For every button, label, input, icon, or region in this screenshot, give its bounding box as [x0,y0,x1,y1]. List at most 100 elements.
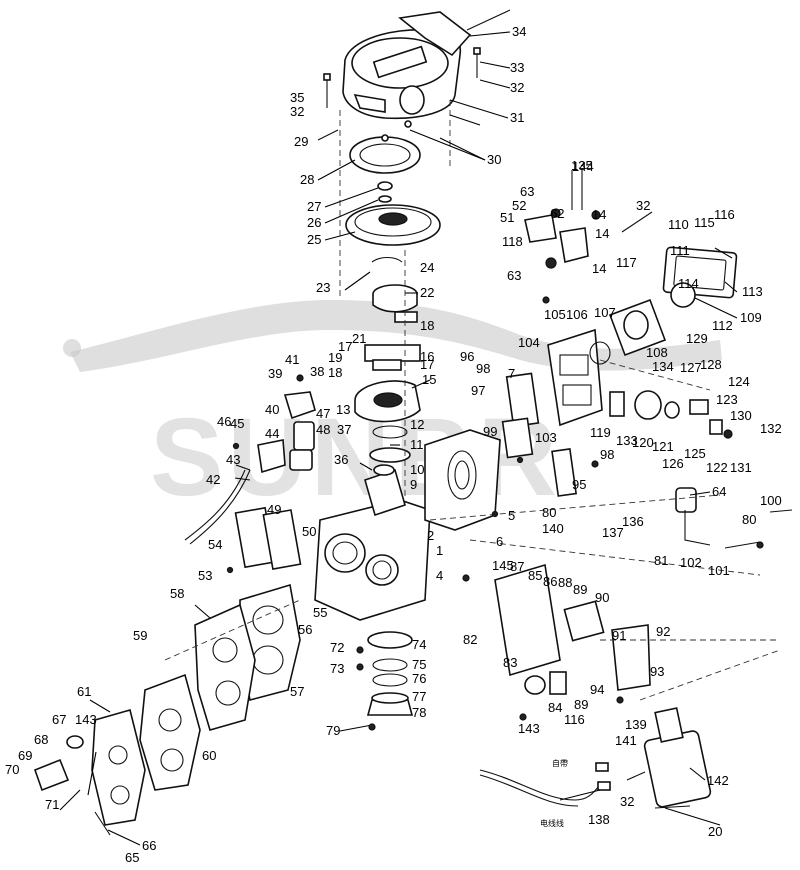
callout-label: 89 [574,697,588,712]
callout-label: 4 [436,568,443,583]
callout-label: 111 [670,243,690,258]
callout-label: 63 [520,184,534,199]
callout-label: 93 [650,664,664,679]
callout-label: 52 [512,198,526,213]
callout-label: 114 [678,276,699,291]
callout-label: 1 [436,543,443,558]
callout-label: 108 [646,345,668,360]
callout-label: 74 [412,637,426,652]
fuel-pump-left [184,391,316,545]
callout-label: 16 [420,349,434,364]
callout-label: 80 [542,505,556,520]
callout-label: 32 [636,198,650,213]
callout-label: 29 [294,134,308,149]
reed-valve [501,372,578,497]
callout-label: 50 [302,524,316,539]
callout-label: 17 [420,357,434,372]
dashed-assembly-lines [164,100,781,701]
intake-manifold [547,328,603,427]
callout-label: 49 [267,502,281,517]
callout-label: 121 [652,439,674,454]
callout-label: 71 [45,797,59,812]
callout-label: 39 [268,366,282,381]
callout-label: 90 [595,590,609,605]
callout-label: 27 [307,199,321,214]
note-label: 自帶 [552,758,568,768]
callout-label: 139 [625,717,647,732]
bolts-top [317,9,511,141]
thermostat-cover [33,709,146,836]
callout-label: 128 [700,357,722,372]
callout-label: 10 [410,462,424,477]
cable-notes: 自帶 电线线 [540,758,568,828]
callout-label: 48 [316,422,330,437]
callout-label: 67 [52,712,66,727]
fuel-filter-right [675,487,793,549]
callout-label: 95 [572,477,586,492]
callout-label: 107 [594,305,616,320]
callout-label: 110 [668,217,689,232]
callout-label: 85 [528,568,542,583]
callout-label: 13 [336,402,350,417]
callout-label: 30 [487,152,501,167]
callout-label: 91 [612,628,626,643]
callout-label: 126 [662,456,684,471]
callout-label: 104 [518,335,540,350]
callout-label: 23 [316,280,330,295]
callout-label: 135 [571,158,593,173]
callout-label: 106 [566,307,588,322]
callout-label: 98 [476,361,490,376]
callout-label: 125 [684,446,706,461]
callout-label: 32 [510,80,524,95]
callout-label: 59 [133,628,147,643]
callout-label: 116 [714,207,735,222]
callout-label: 127 [680,360,702,375]
callout-label: 28 [300,172,314,187]
callout-label: 64 [712,484,726,499]
callout-label: 105 [544,307,566,322]
callout-label: 33 [510,60,524,75]
callout-label: 57 [290,684,304,699]
callout-label: 18 [420,318,434,333]
callout-label: 61 [77,684,91,699]
callout-label: 79 [326,723,340,738]
callout-label: 113 [742,284,763,299]
callout-label: 65 [125,850,139,865]
callout-label: 44 [265,426,279,441]
silencer [662,246,738,308]
top-cowl-assembly [342,11,472,120]
callout-label: 101 [708,563,730,578]
callout-label: 51 [500,210,514,225]
callout-label: 70 [5,762,19,777]
callout-label: 7 [508,366,515,381]
callout-label: 38 [310,364,324,379]
callout-label: 40 [265,402,279,417]
callout-label: 129 [686,331,708,346]
callout-label: 82 [463,632,477,647]
callout-label: 131 [730,460,752,475]
callout-label: 115 [694,215,715,230]
callout-label: 6 [496,534,503,549]
callout-label: 140 [542,521,564,536]
crankcase-half [424,429,501,531]
cylinder-block [314,464,431,621]
upper-bearing-housing [354,380,421,463]
callout-label: 22 [420,285,434,300]
wire-harness [479,762,611,807]
callout-label: 12 [410,417,424,432]
callout-label: 92 [656,624,670,639]
callout-label: 21 [352,331,366,346]
callout-label: 14 [595,226,609,241]
callout-label: 94 [590,682,604,697]
callout-label: 133 [616,433,638,448]
head-cover [139,673,201,791]
callout-label: 96 [460,349,474,364]
callout-label: 86 [543,574,557,589]
callout-label: 69 [18,748,32,763]
starter-ring [349,120,421,174]
carburettor [589,298,723,435]
callout-label: 62 [550,206,564,221]
callout-label: 14 [592,261,606,276]
callout-label: 141 [615,733,637,748]
choke-bracket [524,170,653,269]
